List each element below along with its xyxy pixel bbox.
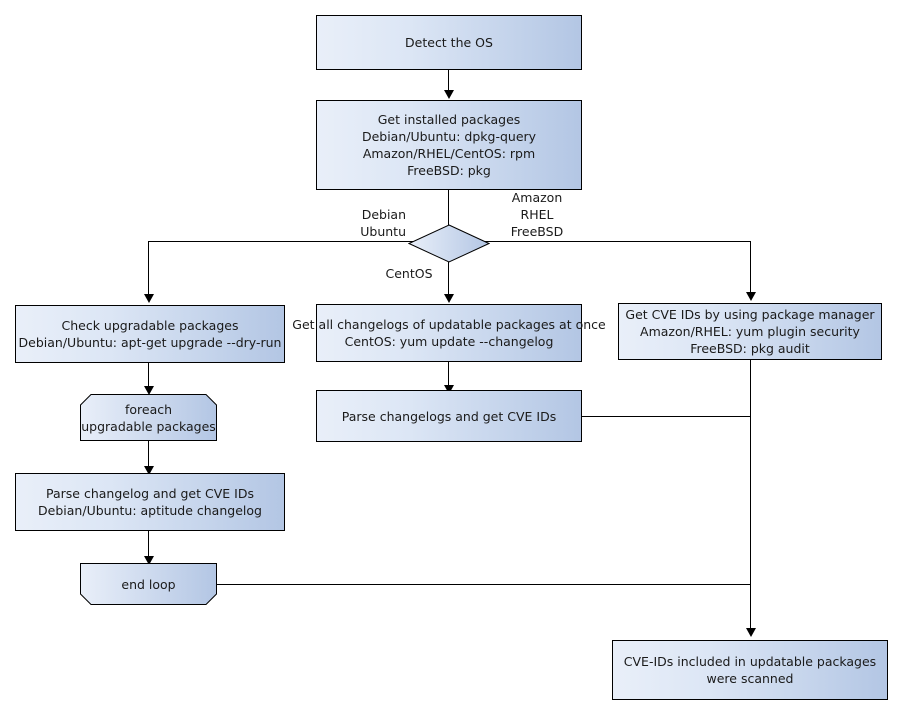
- loop-start-shape: [80, 394, 217, 441]
- edge-parse-to-endloop: [148, 531, 149, 563]
- node-cve-ids-scanned[interactable]: CVE-IDs included in updatable packages w…: [612, 640, 888, 700]
- arrowhead-installed: [444, 90, 454, 99]
- edge-decision-centos: [448, 262, 449, 295]
- node-check-upgradable-packages-label: Check upgradable packages Debian/Ubuntu:…: [17, 317, 284, 351]
- node-get-installed-packages-label: Get installed packages Debian/Ubuntu: dp…: [360, 111, 538, 179]
- arrowhead-scanned: [746, 628, 756, 637]
- diamond-shape: [407, 224, 491, 263]
- edge-foreach-to-parse: [148, 441, 149, 473]
- arrowhead-parse-left: [144, 466, 154, 475]
- line-2: upgradable packages: [81, 418, 216, 434]
- node-get-all-changelogs-label: Get all changelogs of updatable packages…: [290, 316, 607, 350]
- node-os-decision[interactable]: [407, 224, 491, 263]
- arrowhead-parse-mid: [444, 385, 454, 394]
- node-get-installed-packages[interactable]: Get installed packages Debian/Ubuntu: dp…: [316, 100, 582, 190]
- edge-decision-left: [148, 241, 149, 295]
- edge-label-debian: Debian: [361, 207, 406, 222]
- line-2: Debian/Ubuntu: dpkg-query: [361, 129, 537, 144]
- line-1: Get installed packages: [377, 112, 521, 127]
- edge-label-centos-text: CentOS: [385, 266, 433, 281]
- line-1: Get CVE IDs by using package manager: [625, 307, 875, 322]
- edge-label-centos: CentOS: [378, 265, 440, 282]
- line-2: Amazon/RHEL: yum plugin security: [640, 324, 860, 339]
- line-3: FreeBSD: pkg audit: [690, 341, 810, 356]
- line-2: Debian/Ubuntu: aptitude changelog: [38, 503, 262, 518]
- line-2: CentOS: yum update --changelog: [344, 334, 554, 349]
- node-foreach-loop-start-label: foreach upgradable packages: [79, 401, 218, 435]
- line-1: CVE-IDs included in updatable packages: [623, 654, 877, 669]
- line-2: Debian/Ubuntu: apt-get upgrade --dry-run: [18, 335, 282, 350]
- node-end-loop-label: end loop: [121, 576, 176, 592]
- node-get-all-changelogs[interactable]: Get all changelogs of updatable packages…: [292, 304, 606, 362]
- arrowhead-check-upgradable: [144, 294, 154, 303]
- edge-endloop-to-trunk: [216, 584, 751, 585]
- line-1: Get all changelogs of updatable packages…: [292, 317, 606, 332]
- edge-changelogs-to-parse: [448, 362, 449, 390]
- edge-detect-to-installed: [448, 70, 449, 92]
- edge-label-ubuntu: Ubuntu: [360, 224, 406, 239]
- edge-check-to-foreach: [148, 363, 149, 391]
- edge-installed-to-decision: [448, 190, 449, 226]
- edge-right-trunk: [750, 360, 751, 632]
- node-get-cve-ids-package-manager[interactable]: Get CVE IDs by using package manager Ama…: [618, 303, 882, 360]
- line-2: were scanned: [706, 671, 794, 686]
- edge-label-rhel: RHEL: [520, 207, 554, 222]
- node-detect-os-label: Detect the OS: [405, 35, 493, 50]
- edge-decision-right: [750, 241, 751, 293]
- line-3: Amazon/RHEL/CentOS: rpm: [362, 146, 536, 161]
- node-check-upgradable-packages[interactable]: Check upgradable packages Debian/Ubuntu:…: [15, 305, 285, 363]
- node-parse-changelog-left-label: Parse changelog and get CVE IDs Debian/U…: [36, 485, 264, 519]
- node-parse-changelog-left[interactable]: Parse changelog and get CVE IDs Debian/U…: [15, 473, 285, 531]
- node-detect-os[interactable]: Detect the OS: [316, 15, 582, 70]
- line-4: FreeBSD: pkg: [407, 163, 491, 178]
- line-1: Parse changelog and get CVE IDs: [46, 486, 254, 501]
- arrowhead-foreach: [144, 386, 154, 395]
- node-get-cve-ids-package-manager-label: Get CVE IDs by using package manager Ama…: [623, 306, 876, 357]
- arrowhead-get-changelogs: [444, 294, 454, 303]
- edge-label-amazon-rhel-freebsd: Amazon RHEL FreeBSD: [494, 189, 580, 240]
- edge-label-freebsd: FreeBSD: [510, 224, 564, 239]
- edge-label-amazon: Amazon: [511, 190, 563, 205]
- node-cve-ids-scanned-label: CVE-IDs included in updatable packages w…: [622, 653, 878, 687]
- arrowhead-endloop: [144, 556, 154, 565]
- node-parse-changelogs-mid[interactable]: Parse changelogs and get CVE IDs: [316, 390, 582, 442]
- line-1: Check upgradable packages: [61, 318, 239, 333]
- node-parse-changelogs-mid-label: Parse changelogs and get CVE IDs: [341, 408, 557, 424]
- loop-end-shape: [80, 563, 217, 605]
- node-end-loop[interactable]: end loop: [80, 563, 217, 605]
- edge-label-debian-ubuntu: Debian Ubuntu: [340, 206, 406, 240]
- line-1: foreach: [124, 401, 173, 417]
- edge-parsemid-to-trunk: [582, 416, 751, 417]
- arrowhead-get-cve-pkgmgr: [746, 292, 756, 301]
- node-foreach-loop-start[interactable]: foreach upgradable packages: [80, 394, 217, 441]
